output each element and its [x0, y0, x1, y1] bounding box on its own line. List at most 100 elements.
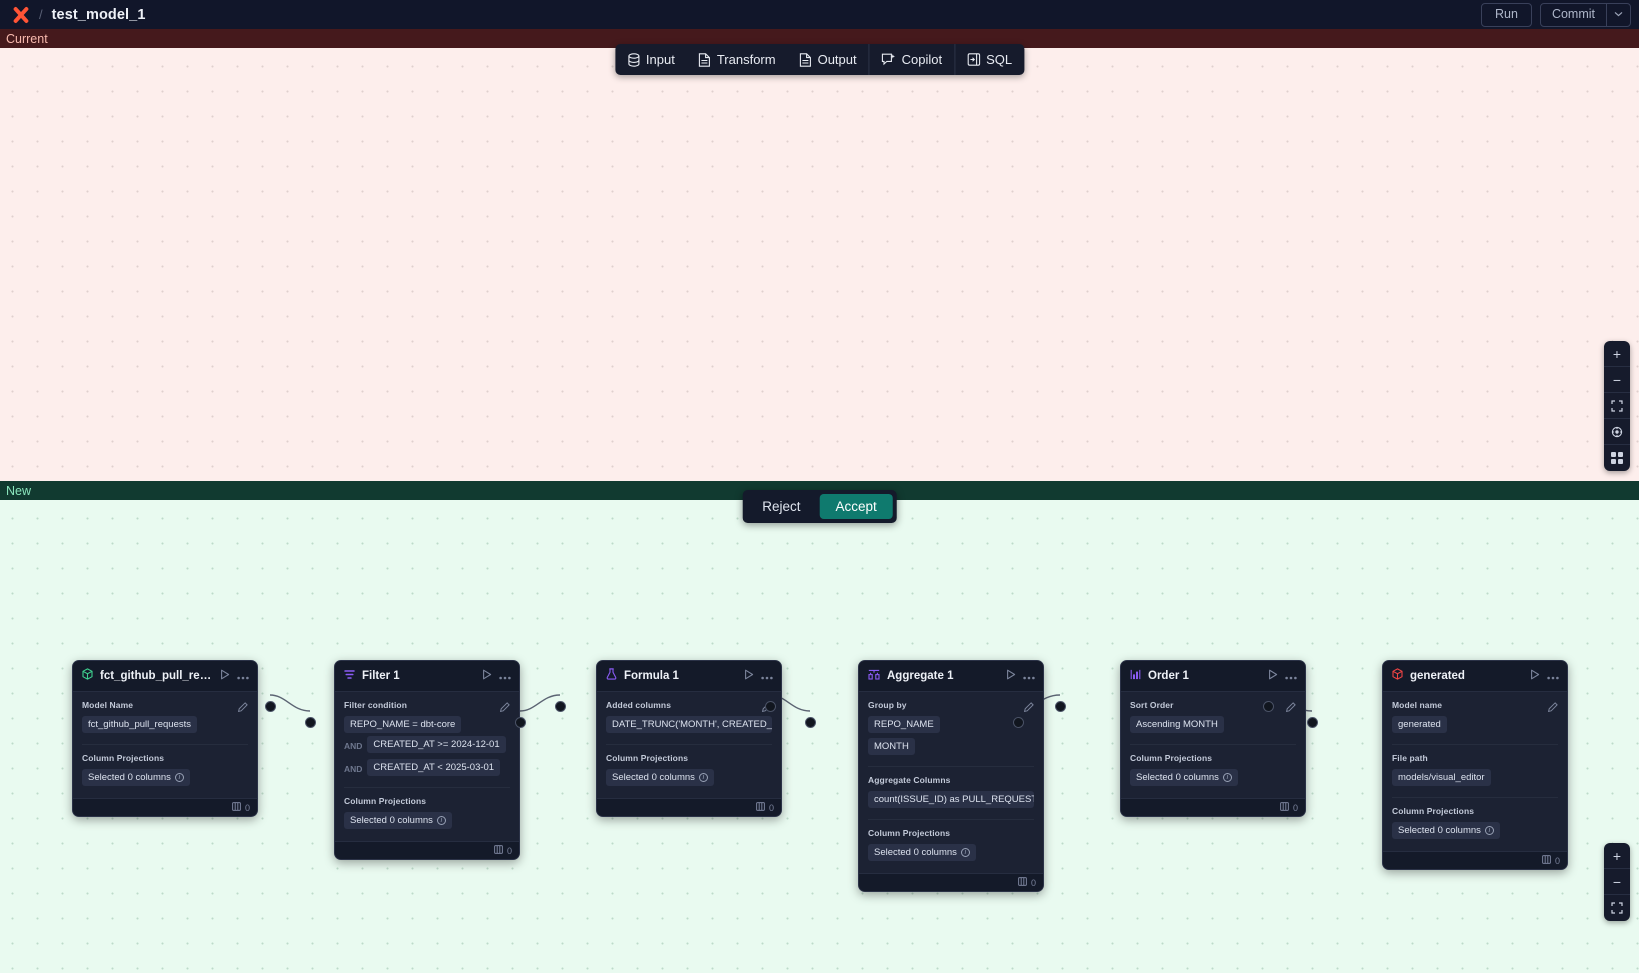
table-rows-icon [1280, 802, 1289, 813]
toolbar-item-output[interactable]: Output [788, 44, 869, 75]
reject-button[interactable]: Reject [746, 494, 816, 519]
value-chip[interactable]: Ascending MONTH [1130, 716, 1224, 733]
value-chip[interactable]: REPO_NAME = dbt-core [344, 716, 461, 733]
edit-pencil-icon[interactable] [500, 699, 510, 717]
node-section-title: Aggregate Columns [868, 775, 1034, 785]
lock-icon[interactable] [1604, 419, 1630, 445]
node-footer: 0 [597, 798, 781, 816]
node-header[interactable]: Order 1 [1121, 661, 1305, 692]
node-connection-port[interactable] [805, 717, 816, 728]
plus-icon[interactable]: + [1604, 341, 1630, 367]
node-connection-port[interactable] [555, 701, 566, 712]
value-chip[interactable]: fct_github_pull_requests [82, 716, 197, 733]
toolbar-item-transform[interactable]: Transform [687, 44, 788, 75]
canvas-zoom-controls-new: + − [1604, 843, 1630, 921]
node-header[interactable]: Aggregate 1 [859, 661, 1043, 692]
node-connection-port[interactable] [1263, 701, 1274, 712]
graph-node-generated[interactable]: generatedModel namegeneratedFile pathmod… [1382, 660, 1568, 870]
edit-pencil-icon[interactable] [238, 699, 248, 717]
more-dots-icon[interactable] [1023, 667, 1035, 685]
play-icon[interactable] [744, 667, 754, 685]
play-icon[interactable] [482, 667, 492, 685]
node-footer: 0 [1121, 798, 1305, 816]
minus-icon[interactable]: − [1604, 869, 1630, 895]
value-chip[interactable]: generated [1392, 716, 1447, 733]
node-section: File pathmodels/visual_editor [1392, 744, 1558, 789]
current-canvas-pane[interactable]: Current [0, 29, 1639, 481]
aggregate-purple-icon [868, 667, 880, 685]
node-section-title: Column Projections [82, 753, 248, 763]
node-header[interactable]: Formula 1 [597, 661, 781, 692]
node-title: Order 1 [1148, 670, 1261, 682]
graph-node-source[interactable]: fct_github_pull_requestsModel Namefct_gi… [72, 660, 258, 817]
info-icon[interactable]: i [961, 848, 970, 857]
toolbar-item-sql[interactable]: SQL [954, 44, 1024, 75]
edit-pencil-icon[interactable] [1286, 699, 1296, 717]
plus-icon[interactable]: + [1604, 843, 1630, 869]
node-row-count: 0 [245, 803, 250, 813]
copilot-sparkle-icon [882, 53, 896, 67]
more-dots-icon[interactable] [1285, 667, 1297, 685]
play-icon[interactable] [1530, 667, 1540, 685]
node-header[interactable]: fct_github_pull_requests [73, 661, 257, 692]
value-chip[interactable]: DATE_TRUNC('MONTH', CREATED_AT… [606, 716, 772, 733]
toolbar-item-input[interactable]: Input [615, 44, 687, 75]
node-connection-port[interactable] [1013, 717, 1024, 728]
toolbar-item-label: Output [818, 52, 857, 67]
node-connection-port[interactable] [765, 701, 776, 712]
value-chip[interactable]: CREATED_AT >= 2024-12-01 [367, 736, 505, 753]
info-icon[interactable]: i [1485, 826, 1494, 835]
value-chip[interactable]: count(ISSUE_ID) as PULL_REQUEST_… [868, 791, 1034, 808]
node-connection-port[interactable] [1055, 701, 1066, 712]
more-dots-icon[interactable] [1547, 667, 1559, 685]
info-icon[interactable]: i [699, 773, 708, 782]
minus-icon[interactable]: − [1604, 367, 1630, 393]
info-icon[interactable]: i [1223, 773, 1232, 782]
toolbar-item-label: SQL [986, 52, 1012, 67]
grid-icon[interactable] [1604, 445, 1630, 471]
node-header[interactable]: generated [1383, 661, 1567, 692]
graph-node-filter[interactable]: Filter 1Filter conditionREPO_NAME = dbt-… [334, 660, 520, 860]
value-chip[interactable]: Selected 0 columns i [82, 769, 190, 786]
play-icon[interactable] [1268, 667, 1278, 685]
more-dots-icon[interactable] [499, 667, 511, 685]
fit-view-icon[interactable] [1604, 393, 1630, 419]
fit-view-icon[interactable] [1604, 895, 1630, 921]
node-connection-port[interactable] [1307, 717, 1318, 728]
value-chip[interactable]: models/visual_editor [1392, 769, 1491, 786]
toolbar-item-copilot[interactable]: Copilot [869, 44, 954, 75]
top-bar-actions: Run Commit [1481, 3, 1631, 27]
edit-pencil-icon[interactable] [1024, 699, 1034, 717]
commit-button[interactable]: Commit [1541, 4, 1606, 26]
node-section: Group byREPO_NAMEMONTH [868, 700, 1034, 758]
value-chip[interactable]: Selected 0 columns i [606, 769, 714, 786]
accept-button[interactable]: Accept [819, 494, 892, 519]
graph-node-aggregate[interactable]: Aggregate 1Group byREPO_NAMEMONTHAggrega… [858, 660, 1044, 892]
play-icon[interactable] [220, 667, 230, 685]
edit-pencil-icon[interactable] [1548, 699, 1558, 717]
play-icon[interactable] [1006, 667, 1016, 685]
node-header[interactable]: Filter 1 [335, 661, 519, 692]
value-chip[interactable]: REPO_NAME [868, 716, 940, 733]
graph-node-order[interactable]: Order 1Sort OrderAscending MONTHColumn P… [1120, 660, 1306, 817]
more-dots-icon[interactable] [237, 667, 249, 685]
ascend-x-logo-icon[interactable] [12, 6, 30, 24]
canvas-dot-grid [0, 29, 1639, 481]
more-dots-icon[interactable] [761, 667, 773, 685]
table-rows-icon [232, 802, 241, 813]
graph-node-formula[interactable]: Formula 1Added columnsDATE_TRUNC('MONTH'… [596, 660, 782, 817]
value-chip[interactable]: Selected 0 columns i [344, 812, 452, 829]
value-chip[interactable]: Selected 0 columns i [1130, 769, 1238, 786]
value-chip[interactable]: Selected 0 columns i [1392, 822, 1500, 839]
node-connection-port[interactable] [265, 701, 276, 712]
value-chip[interactable]: Selected 0 columns i [868, 844, 976, 861]
value-chip[interactable]: MONTH [868, 738, 915, 755]
chevron-down-icon[interactable] [1606, 4, 1630, 26]
node-connection-port[interactable] [305, 717, 316, 728]
info-icon[interactable]: i [437, 816, 446, 825]
node-row-count: 0 [1031, 878, 1036, 888]
node-connection-port[interactable] [515, 717, 526, 728]
value-chip[interactable]: CREATED_AT < 2025-03-01 [367, 759, 500, 776]
run-button[interactable]: Run [1481, 3, 1532, 27]
info-icon[interactable]: i [175, 773, 184, 782]
